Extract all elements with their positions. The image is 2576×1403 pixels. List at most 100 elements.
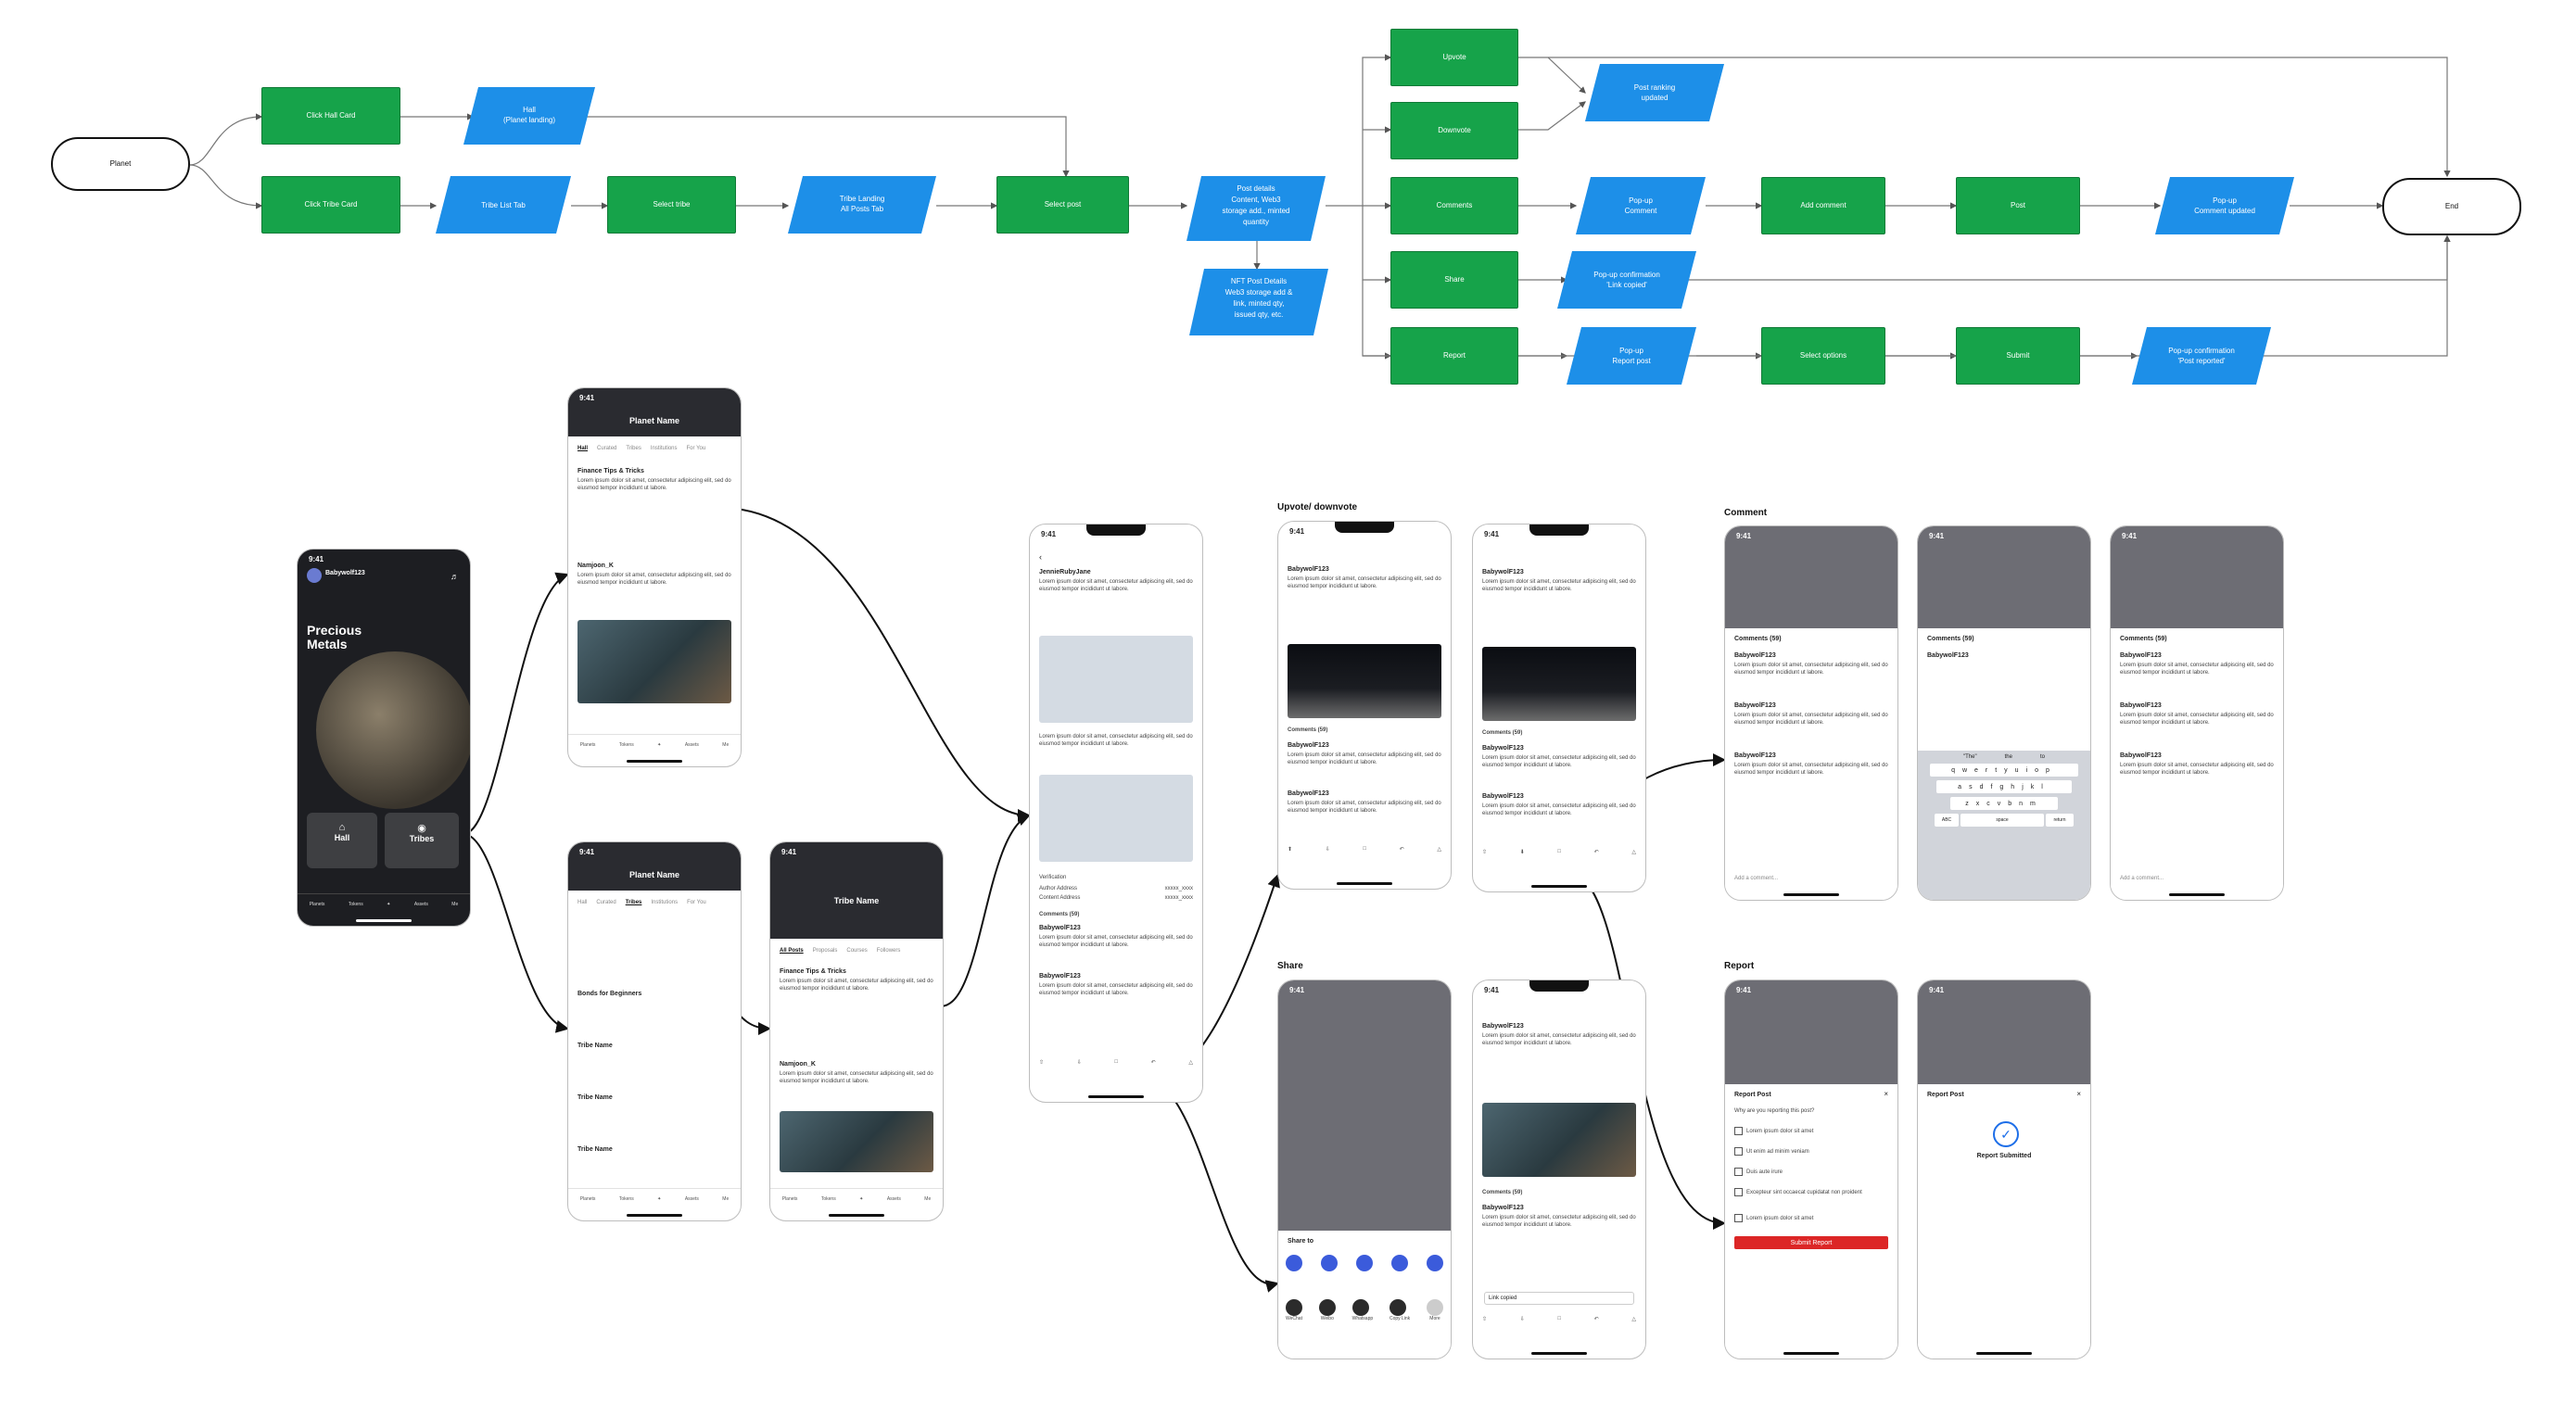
nav-me[interactable]: Me [924,1196,932,1202]
tab-courses[interactable]: Courses [846,948,868,954]
keys[interactable]: zxcvbnm [1950,797,2058,810]
report-option[interactable]: Excepteur sint occaecat cupidatat non pr… [1734,1188,1888,1196]
tab-tribes[interactable]: Tribes [625,900,642,905]
contact-avatar[interactable] [1427,1255,1443,1271]
return-key[interactable]: return [2046,814,2074,827]
downvote-icon[interactable]: ⬇ [1519,850,1525,855]
share-copy-link[interactable]: Copy Link [1389,1299,1410,1321]
checkbox[interactable] [1734,1214,1743,1222]
nav-planets[interactable]: Planets [309,902,325,907]
tribe-row[interactable]: Tribe Name [577,1094,731,1101]
post-image[interactable] [1288,644,1441,718]
suggestion[interactable]: the [2004,754,2012,760]
checkbox[interactable] [1734,1147,1743,1156]
tab-all-posts[interactable]: All Posts [780,948,804,954]
nav-tokens[interactable]: Tokens [348,902,363,907]
tab-for-you[interactable]: For You [686,446,706,451]
share-whatsapp[interactable]: Whatsapp [1351,1299,1373,1321]
checkbox[interactable] [1734,1188,1743,1196]
report-icon[interactable]: △ [1631,850,1636,855]
submit-report-button[interactable]: Submit Report [1734,1236,1888,1249]
checkbox[interactable] [1734,1168,1743,1176]
nav-tokens[interactable]: Tokens [618,742,634,748]
comment-input[interactable]: Add a comment... [1734,876,1779,881]
comment-icon[interactable]: □ [1557,1316,1561,1321]
report-icon[interactable]: △ [1631,1317,1636,1322]
nav-me[interactable]: Me [722,1196,730,1202]
contact-avatar[interactable] [1391,1255,1408,1271]
share-weibo[interactable]: Weibo [1318,1299,1336,1321]
tribe-row[interactable]: Tribe Name [577,1043,731,1049]
report-option[interactable]: Ut enim ad minim veniam [1734,1147,1888,1156]
report-icon[interactable]: △ [1188,1060,1193,1066]
post-image[interactable] [577,620,731,703]
nav-assets[interactable]: Assets [684,1196,699,1202]
suggestion[interactable]: to [2039,754,2045,760]
space-key[interactable]: space [1961,814,2044,827]
tab-institutions[interactable]: Institutions [651,900,679,905]
nav-assets[interactable]: Assets [886,1196,901,1202]
nav-assets[interactable]: Assets [413,902,428,907]
report-option[interactable]: Duis aute irure [1734,1168,1888,1176]
tribe-row[interactable]: Bonds for Beginners [577,991,731,997]
tab-proposals[interactable]: Proposals [812,948,838,954]
post-image[interactable] [1482,647,1636,721]
share-icon[interactable]: ↶ [1593,850,1599,855]
tribes-card[interactable]: ◉Tribes [385,813,459,868]
upvote-icon[interactable]: ⇧ [1039,1060,1045,1066]
nav-planets[interactable]: Planets [579,1196,596,1202]
abc-key[interactable]: ABC [1935,814,1959,827]
share-icon[interactable]: ↶ [1150,1060,1156,1066]
comment-icon[interactable]: □ [1363,846,1366,852]
share-more[interactable]: More [1427,1299,1443,1321]
tab-curated[interactable]: Curated [596,900,616,905]
avatar[interactable] [307,568,322,583]
report-icon[interactable]: △ [1437,847,1441,853]
downvote-icon[interactable]: ⇩ [1076,1060,1082,1066]
nav-planets[interactable]: Planets [579,742,596,748]
nav-tokens[interactable]: Tokens [820,1196,836,1202]
keys[interactable]: qwertyuiop [1930,764,2078,777]
comment-icon[interactable]: □ [1557,849,1561,854]
hall-card[interactable]: ⌂Hall [307,813,377,868]
comment-input[interactable]: Add a comment... [2120,876,2164,881]
report-option[interactable]: Lorem ipsum dolor sit amet [1734,1214,1888,1222]
nav-center-icon[interactable]: ✦ [387,902,391,907]
tab-hall[interactable]: Hall [577,446,589,451]
bell-icon[interactable]: ♬ [450,572,459,581]
contact-avatar[interactable] [1356,1255,1373,1271]
nav-me[interactable]: Me [722,742,730,748]
keys[interactable]: asdfghjkl [1936,780,2072,793]
downvote-icon[interactable]: ⇩ [1519,1317,1525,1322]
comment-icon[interactable]: □ [1114,1059,1118,1065]
tab-institutions[interactable]: Institutions [650,446,678,451]
suggestion[interactable]: "The" [1963,754,1977,760]
contact-avatar[interactable] [1321,1255,1338,1271]
share-wechat[interactable]: WeChat [1286,1299,1302,1321]
tab-curated[interactable]: Curated [597,446,617,451]
downvote-icon[interactable]: ⇩ [1325,847,1330,853]
post-image[interactable] [1482,1103,1636,1177]
tribe-row[interactable]: Tribe Name [577,1146,731,1153]
close-icon[interactable]: × [2076,1090,2081,1098]
nav-planets[interactable]: Planets [781,1196,798,1202]
checkbox[interactable] [1734,1127,1743,1135]
tab-followers[interactable]: Followers [876,948,901,954]
report-option[interactable]: Lorem ipsum dolor sit amet [1734,1127,1888,1135]
nav-center-icon[interactable]: ✦ [657,742,662,748]
post-image[interactable] [780,1111,933,1172]
tab-for-you[interactable]: For You [687,900,706,905]
upvote-icon[interactable]: ⬆ [1288,847,1293,853]
share-icon[interactable]: ↶ [1399,847,1404,853]
nav-center-icon[interactable]: ✦ [859,1196,864,1202]
nav-me[interactable]: Me [451,902,459,907]
nav-tokens[interactable]: Tokens [618,1196,634,1202]
tab-hall[interactable]: Hall [577,900,588,905]
tab-tribes[interactable]: Tribes [626,446,641,451]
upvote-icon[interactable]: ⇧ [1482,1317,1488,1322]
share-icon[interactable]: ↶ [1593,1317,1599,1322]
